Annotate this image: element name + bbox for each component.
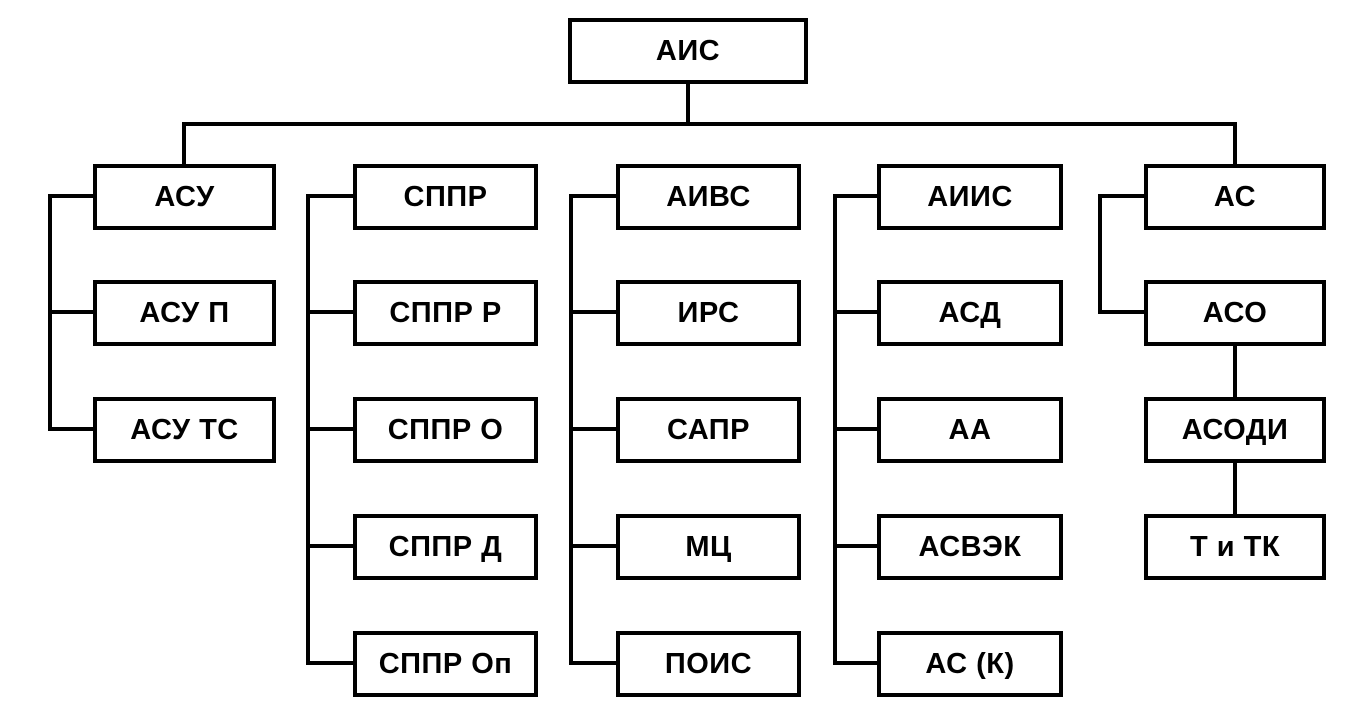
connector-col4-stub-5 [833,661,879,665]
connector-col3-stub-5 [569,661,616,665]
node-label: АСУ П [139,296,230,329]
node-asu-ts: АСУ ТС [93,397,276,463]
node-label: АИС [655,34,721,67]
node-aa: АА [877,397,1063,463]
node-label: СППР Оп [378,647,513,680]
node-label: МЦ [685,530,732,563]
node-label: СППР Р [389,296,502,329]
connector-distribution-line [182,122,1237,126]
connector-col4-stub-2 [833,310,879,314]
connector-aso-asodi [1233,345,1237,398]
connector-drop-as [1233,122,1237,164]
connector-col3-stub-3 [569,427,616,431]
node-label: САПР [667,413,750,446]
node-label: АИИС [927,180,1013,213]
node-label: АСУ ТС [130,413,239,446]
node-label: АС [1213,180,1257,213]
node-aiis: АИИС [877,164,1063,230]
node-irs: ИРС [616,280,801,346]
node-label: АИВС [666,180,751,213]
node-label: СППР Д [388,530,503,563]
node-label: АА [948,413,992,446]
connector-drop-asu [182,122,186,164]
connector-col5-bracket [1098,194,1102,314]
node-label: ИРС [677,296,740,329]
node-ais: АИС [568,18,808,84]
connector-col3-stub-2 [569,310,616,314]
node-sppr-r: СППР Р [353,280,538,346]
connector-col2-stub-5 [306,661,353,665]
node-label: СППР [403,180,488,213]
node-mts: МЦ [616,514,801,580]
connector-col1-stub-3 [48,427,95,431]
connector-col4-stub-1 [833,194,879,198]
node-as: АС [1144,164,1326,230]
node-label: СППР О [387,413,504,446]
node-sppr-o: СППР О [353,397,538,463]
node-asvek: АСВЭК [877,514,1063,580]
node-asodi: АСОДИ [1144,397,1326,463]
node-sppr-d: СППР Д [353,514,538,580]
node-label: АСД [938,296,1002,329]
node-label: АСО [1202,296,1268,329]
node-asu: АСУ [93,164,276,230]
node-sppr-op: СППР Оп [353,631,538,697]
connector-col1-stub-2 [48,310,95,314]
node-label: АС (К) [925,647,1015,680]
connector-col5-stub-2 [1098,310,1146,314]
node-as-k: АС (К) [877,631,1063,697]
connector-col3-stub-4 [569,544,616,548]
connector-col2-stub-1 [306,194,353,198]
node-label: АСУ [154,180,215,213]
node-t-i-tk: Т и ТК [1144,514,1326,580]
node-sapr: САПР [616,397,801,463]
node-sppr: СППР [353,164,538,230]
node-asu-p: АСУ П [93,280,276,346]
connector-col2-stub-3 [306,427,353,431]
connector-col4-stub-4 [833,544,879,548]
node-label: Т и ТК [1189,530,1281,563]
node-pois: ПОИС [616,631,801,697]
connector-col5-stub-1 [1098,194,1146,198]
node-asd: АСД [877,280,1063,346]
connector-col2-stub-2 [306,310,353,314]
node-aso: АСО [1144,280,1326,346]
connector-col2-stub-4 [306,544,353,548]
connector-col1-stub-1 [48,194,95,198]
node-label: АСВЭК [918,530,1022,563]
connector-col4-stub-3 [833,427,879,431]
node-label: ПОИС [664,647,753,680]
node-aivs: АИВС [616,164,801,230]
connector-asodi-titk [1233,462,1237,515]
connector-col3-stub-1 [569,194,616,198]
node-label: АСОДИ [1181,413,1289,446]
connector-root-stem [686,84,690,126]
